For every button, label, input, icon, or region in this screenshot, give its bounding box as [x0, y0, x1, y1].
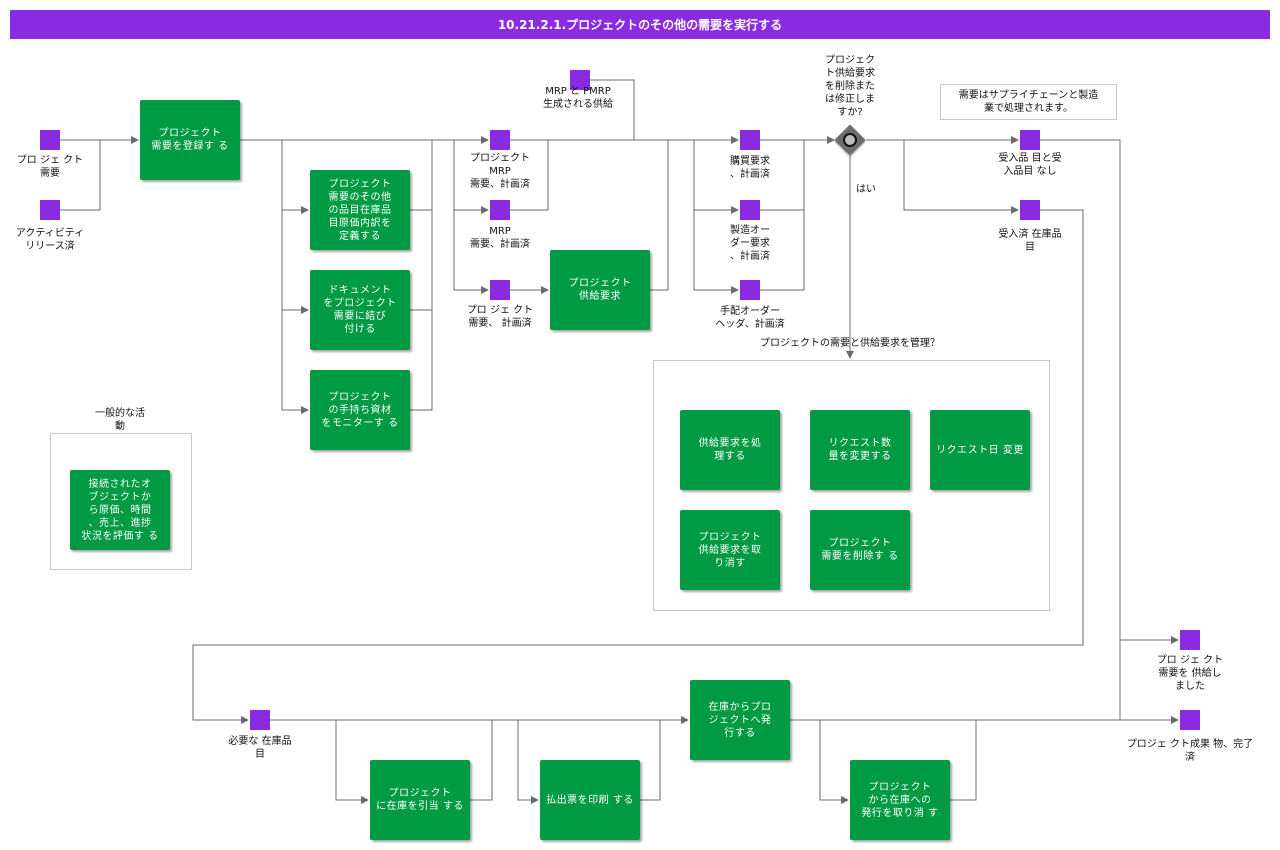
- task-allocate-stock[interactable]: プロジェクトに在庫を引当 する: [370, 760, 470, 840]
- gateway-yes-label: はい: [856, 184, 876, 195]
- event-mrp-pmrp-supply[interactable]: [570, 70, 590, 90]
- event-received-no-inventory-label: 受入品 目と受 入品目 なし: [998, 153, 1062, 177]
- event-project-demand-label: プロ ジェ クト 需要: [16, 155, 84, 179]
- event-demand-supplied[interactable]: [1180, 630, 1200, 650]
- task-attach-document[interactable]: ドキュメントをプロジェクト需要に結び付ける: [310, 270, 410, 350]
- event-mfg-order-req-planned-label: 製造オー ダー要求 、計画済: [730, 225, 770, 262]
- event-received-no-inventory[interactable]: [1020, 130, 1040, 150]
- event-mfg-order-req-planned[interactable]: [740, 200, 760, 220]
- event-project-mrp-planned-label: プロジェクト MRP 需要、計画済: [470, 153, 530, 190]
- event-activity-released-label: アクティビティ リリース済: [15, 228, 85, 252]
- manage-demand-group-title: プロジェクトの需要と供給要求を管理？: [760, 338, 940, 349]
- task-print-picklist[interactable]: 払出票を印刷 する: [540, 760, 640, 840]
- task-evaluate-cost[interactable]: 接続されたオブジェクトから原価、時間、売上、進捗状況を評価す る: [70, 470, 170, 550]
- task-cancel-supply-request[interactable]: プロジェクト供給要求を取り消す: [680, 510, 780, 590]
- event-deliverable-done[interactable]: [1180, 710, 1200, 730]
- event-project-mrp-planned[interactable]: [490, 130, 510, 150]
- event-demand-supplied-label: プロ ジェ クト 需要を 供給し ました: [1156, 655, 1224, 692]
- task-issue-from-stock[interactable]: 在庫からプロジェクトへ発行する: [690, 680, 790, 760]
- task-change-request-date[interactable]: リクエスト日 変更: [930, 410, 1030, 490]
- task-change-request-qty[interactable]: リクエスト数量を変更する: [810, 410, 910, 490]
- task-process-supply-request[interactable]: 供給要求を処理する: [680, 410, 780, 490]
- general-activities-group-title: 一般的な活 動: [95, 408, 145, 432]
- event-mrp-pmrp-supply-label: MRP と PMRP 生成される供給: [543, 86, 613, 110]
- gateway-marker-icon: [843, 133, 857, 147]
- task-delete-demand[interactable]: プロジェクト需要を削除す る: [810, 510, 910, 590]
- event-mrp-planned-label: MRP 需要、計画済: [470, 226, 530, 250]
- event-received-inventory[interactable]: [1020, 200, 1040, 220]
- event-required-inventory[interactable]: [250, 710, 270, 730]
- event-dispatch-header-planned[interactable]: [740, 280, 760, 300]
- event-project-demand[interactable]: [40, 130, 60, 150]
- page-title: 10.21.2.1.プロジェクトのその他の需要を実行する: [10, 10, 1270, 39]
- event-received-inventory-label: 受入済 在庫品 目: [998, 229, 1062, 253]
- task-register-demand[interactable]: プロジェクト需要を登録す る: [140, 100, 240, 180]
- event-project-demand-planned-label: プロ ジェ クト 需要、 計画済: [466, 305, 534, 329]
- event-activity-released[interactable]: [40, 200, 60, 220]
- gateway-question: プロジェク ト供給要求 を削除また は修正しま すか?: [825, 55, 875, 118]
- event-required-inventory-label: 必要な 在庫品 目: [228, 736, 292, 760]
- supply-chain-note: 需要はサプライチェーンと製造 業で処理されます。: [940, 84, 1117, 120]
- task-project-supply-request[interactable]: プロジェクト供給要求: [550, 250, 650, 330]
- event-deliverable-done-label: プロジェ クト成果 物、完了 済: [1126, 739, 1254, 763]
- event-purchase-req-planned[interactable]: [740, 130, 760, 150]
- event-purchase-req-planned-label: 購買要求 、計画済: [730, 156, 770, 180]
- event-mrp-planned[interactable]: [490, 200, 510, 220]
- task-define-other-cost[interactable]: プロジェクト需要のその他の品目在庫品目原価内訳を定義する: [310, 170, 410, 250]
- task-monitor-materials[interactable]: プロジェクトの手持ち資材をモニターす る: [310, 370, 410, 450]
- event-dispatch-header-planned-label: 手配オーダー ヘッダ、計画済: [715, 306, 785, 330]
- event-project-demand-planned[interactable]: [490, 280, 510, 300]
- task-cancel-issue[interactable]: プロジェクトから在庫への発行を取り消 す: [850, 760, 950, 840]
